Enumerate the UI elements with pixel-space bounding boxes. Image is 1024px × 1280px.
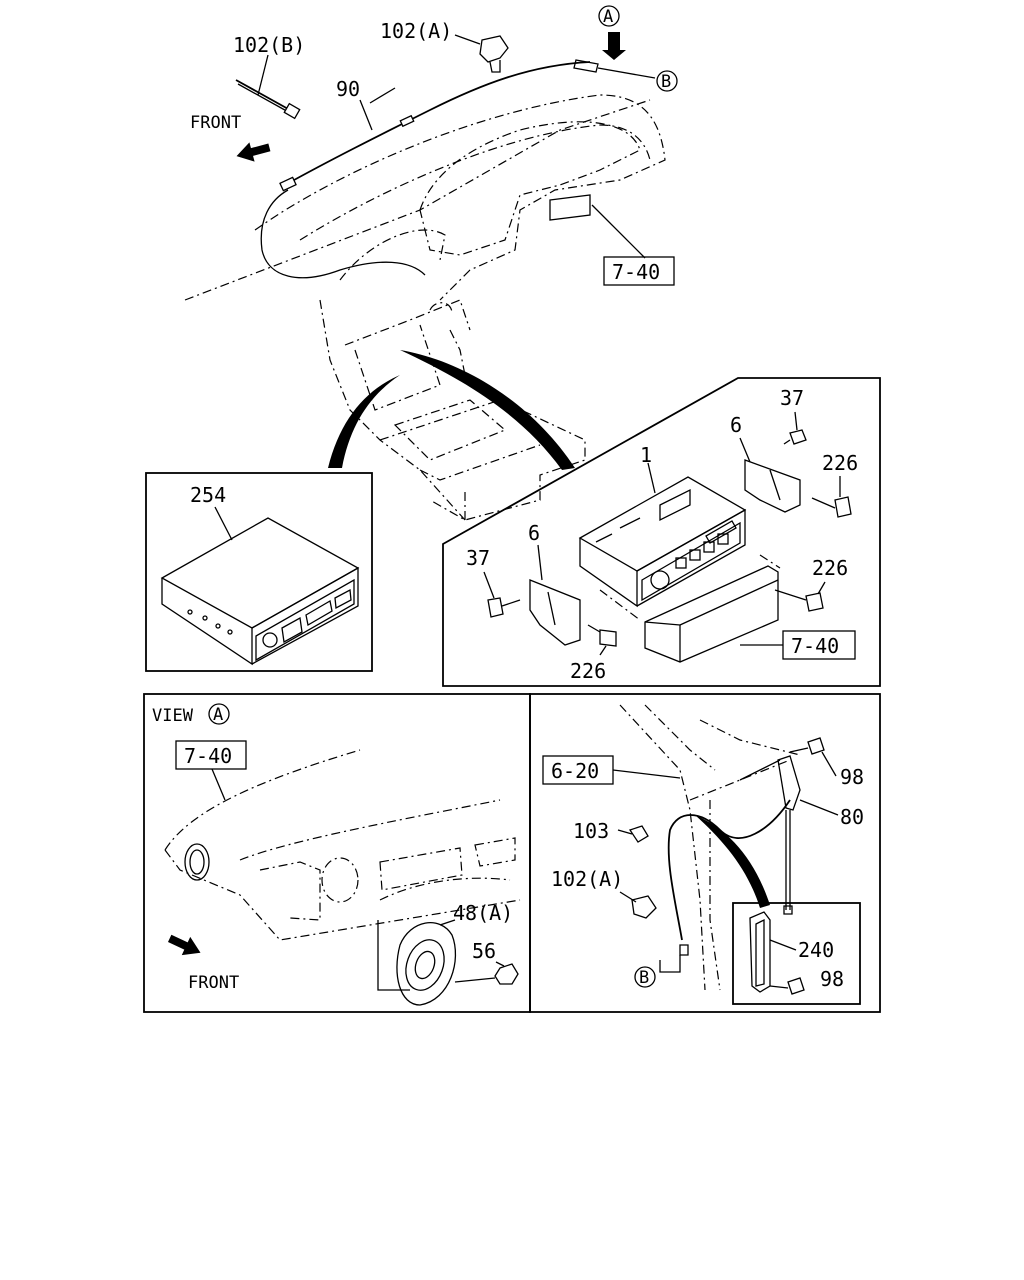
- panel-254: 254: [145, 472, 373, 672]
- label-740-top: 7-40: [612, 260, 660, 284]
- label-240: 240: [798, 938, 834, 962]
- label-90: 90: [336, 77, 360, 101]
- label-103: 103: [573, 819, 609, 843]
- label-620: 6-20: [551, 759, 599, 783]
- label-view: VIEW: [152, 706, 194, 726]
- label-98-bottom: 98: [820, 967, 844, 991]
- label-226-bottom: 226: [570, 659, 606, 683]
- label-37-right: 37: [780, 386, 804, 410]
- label-48a: 48(A): [453, 901, 513, 925]
- label-102b: 102(B): [233, 33, 305, 57]
- label-102a-top: 102(A): [380, 19, 452, 43]
- label-254: 254: [190, 483, 226, 507]
- label-740-mid: 7-40: [791, 634, 839, 658]
- label-740-view: 7-40: [184, 744, 232, 768]
- callout-arrows: [328, 350, 575, 470]
- label-circ-b-top: B: [661, 72, 671, 92]
- label-37-left: 37: [466, 546, 490, 570]
- label-98-top: 98: [840, 765, 864, 789]
- view-a-marker: A: [598, 5, 626, 60]
- ref-box-740-top: 7-40: [603, 256, 675, 286]
- label-6-left: 6: [528, 521, 540, 545]
- label-56: 56: [472, 939, 496, 963]
- panel-view-a: VIEW A 7-40 48(A) 56 FRONT: [143, 693, 531, 1013]
- label-circ-b-bottom: B: [639, 968, 649, 988]
- clip-102a-top: 102(A): [380, 19, 509, 73]
- label-80: 80: [840, 805, 864, 829]
- label-circ-a-top: A: [603, 7, 613, 27]
- cable-end-b-marker: B: [656, 70, 678, 92]
- label-6-right: 6: [730, 413, 742, 437]
- label-102a-bottom: 102(A): [551, 867, 623, 891]
- label-1: 1: [640, 443, 652, 467]
- panel-antenna: 6-20 98 80 103 102(A) B: [529, 693, 881, 1013]
- label-front-bottom: FRONT: [188, 973, 239, 993]
- label-front-top: FRONT: [190, 113, 241, 133]
- cable-tie-102b: 102(B): [233, 33, 305, 120]
- label-circ-a-view: A: [213, 705, 223, 725]
- antenna-cable: [260, 59, 656, 279]
- panel-radio-assembly: 1 6 37 226 6 37 226 226: [442, 377, 881, 687]
- front-arrow-top: FRONT: [190, 113, 271, 162]
- dashboard-outline: [184, 94, 666, 521]
- label-226-right-mid: 226: [812, 556, 848, 580]
- label-226-right-top: 226: [822, 451, 858, 475]
